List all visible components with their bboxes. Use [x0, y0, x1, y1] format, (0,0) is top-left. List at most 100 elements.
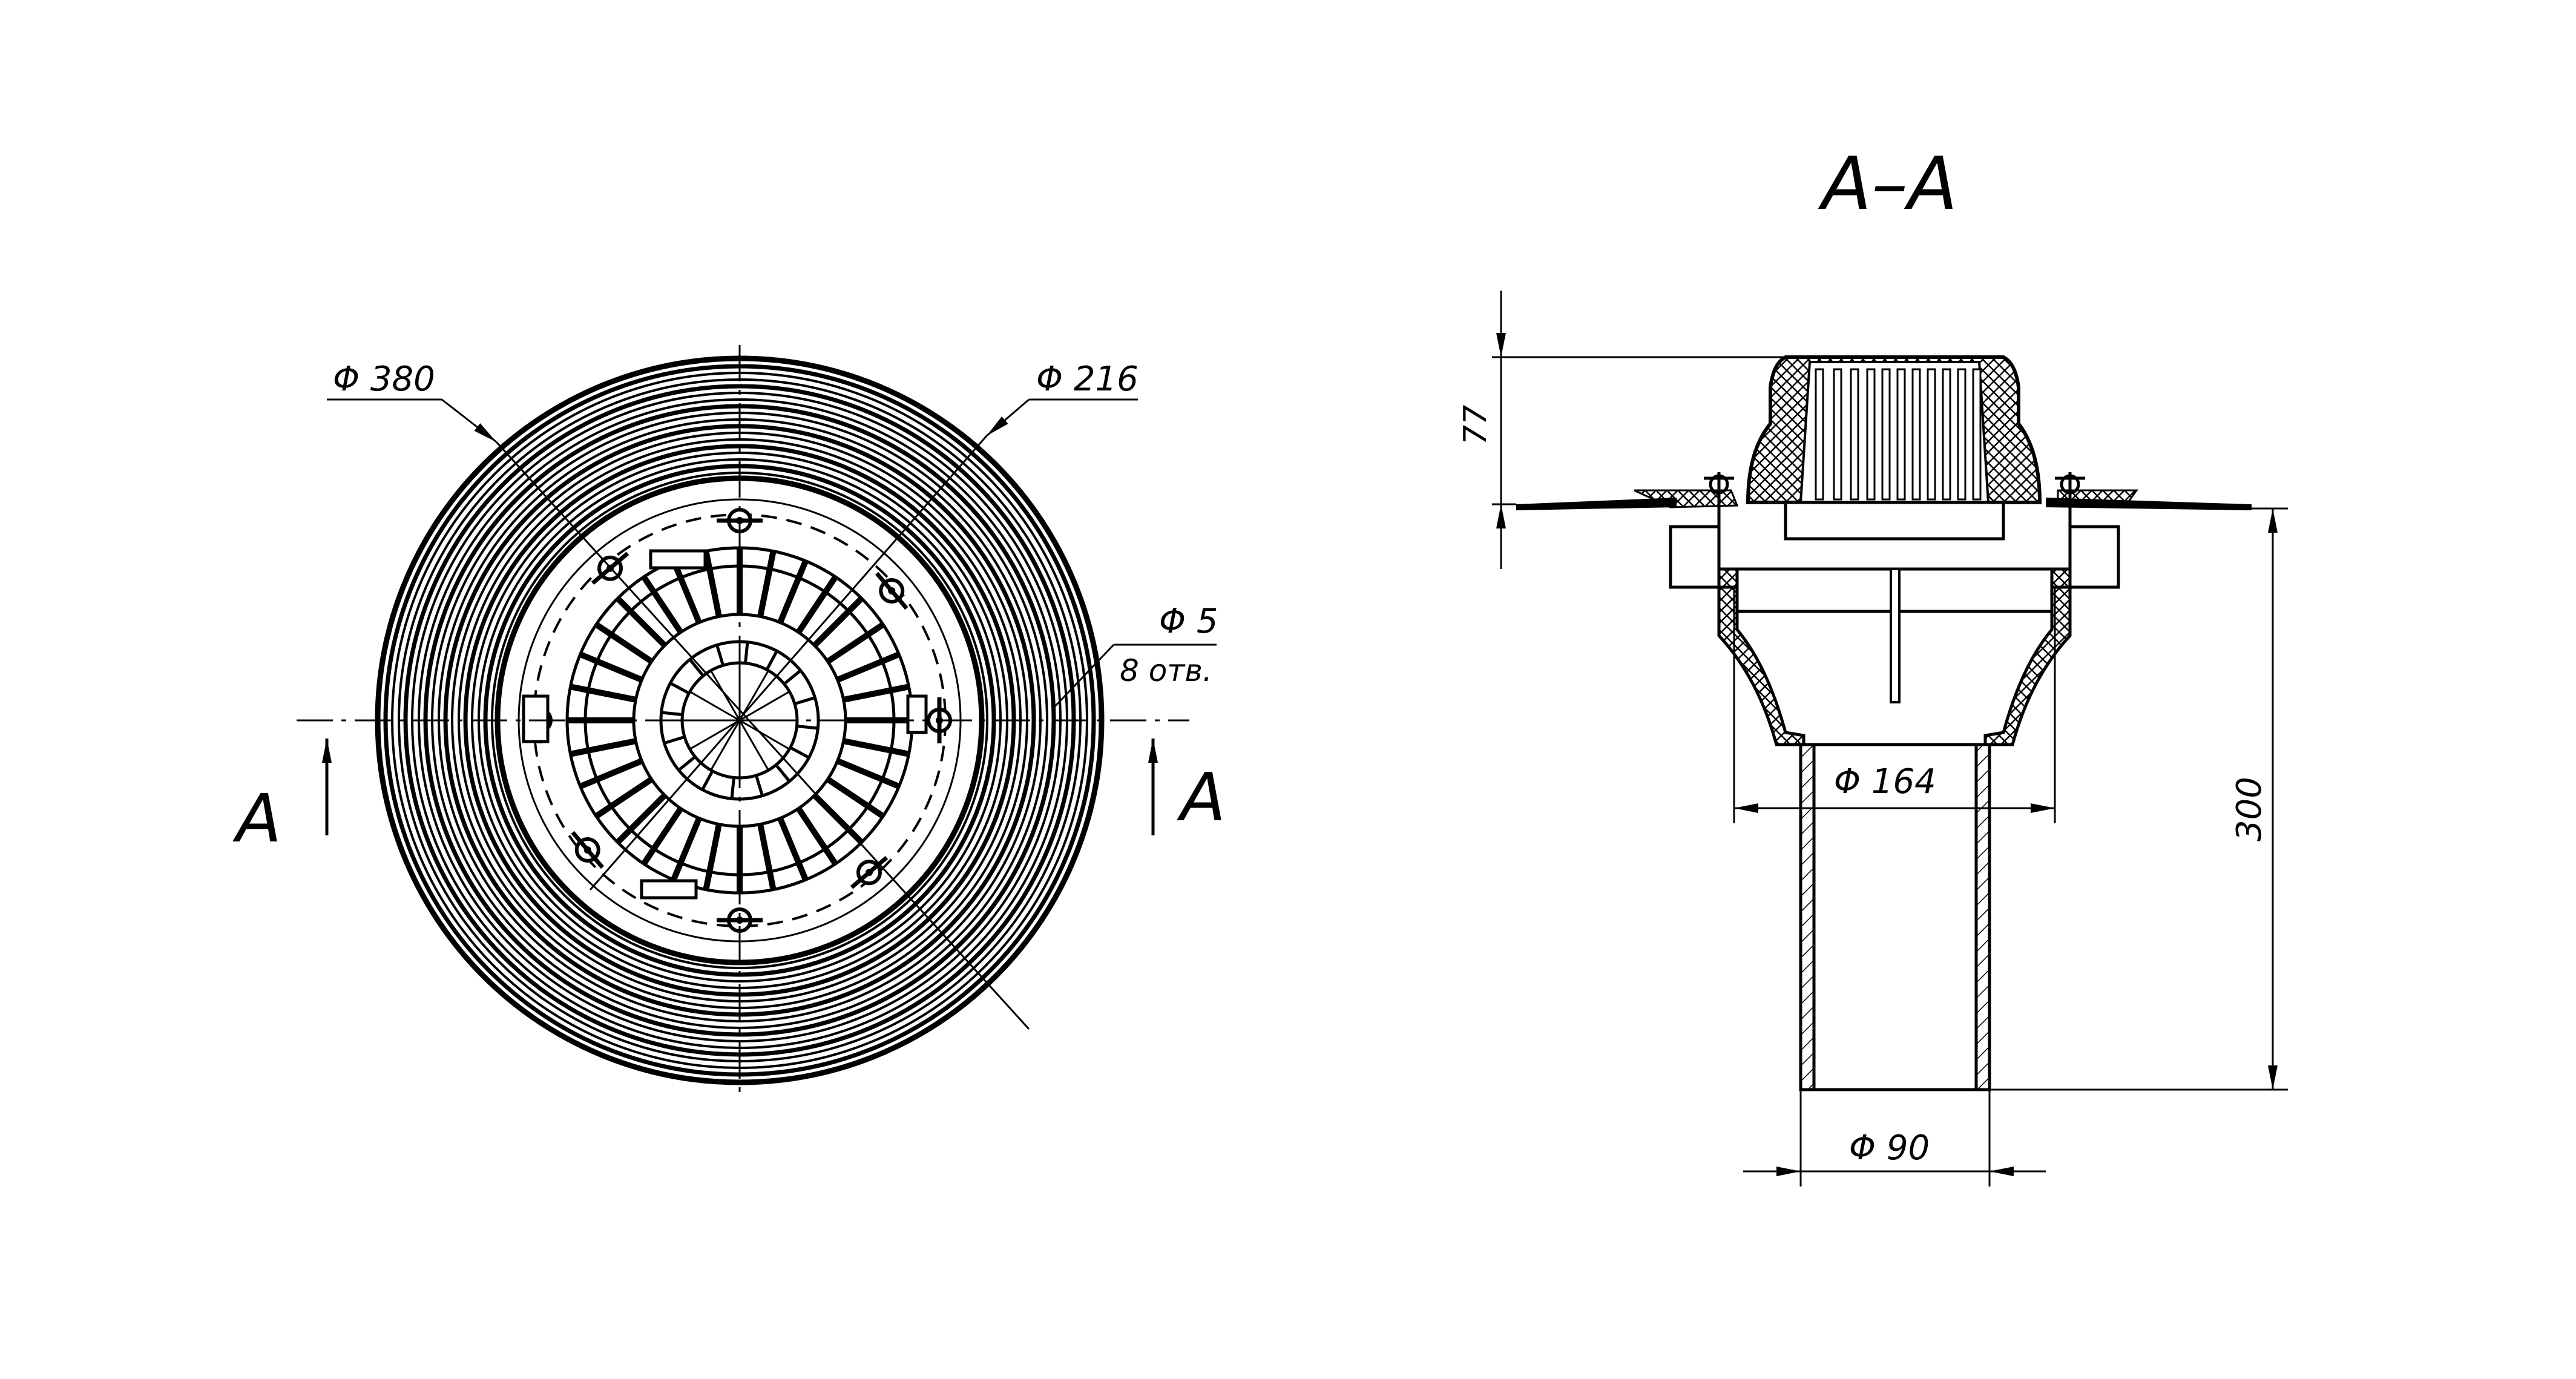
- grate-rib: [836, 651, 901, 683]
- dome-rib: [1833, 368, 1842, 501]
- dome-base-ring: [1784, 501, 2005, 541]
- dome-rib: [1850, 368, 1859, 501]
- hub-rib: [775, 763, 791, 783]
- bolt-wing: [850, 855, 889, 889]
- leader-5: [1052, 643, 1115, 709]
- dome-rib: [1927, 368, 1936, 501]
- hub-rib: [783, 669, 802, 685]
- flange-tab: [649, 549, 707, 570]
- left-flange: [1516, 498, 1677, 510]
- bolt-wing: [571, 831, 605, 869]
- section-mark-left: А: [232, 780, 281, 857]
- hub-rib: [794, 696, 816, 705]
- grate-rib: [579, 758, 643, 789]
- dome-rib: [1881, 368, 1891, 501]
- section-view: [1516, 355, 2252, 1091]
- funnel-right: [1983, 567, 2072, 746]
- grate-rib: [641, 575, 683, 634]
- leader-380: [441, 398, 497, 443]
- dome-ribs: [1815, 368, 1982, 501]
- grate-rib: [671, 559, 702, 624]
- right-membrane-clamp: [2057, 489, 2138, 508]
- hub-rib: [661, 711, 683, 717]
- hub-rib: [743, 642, 749, 663]
- grate-rib: [703, 823, 722, 890]
- grate-rib: [570, 738, 637, 757]
- hub-rib: [715, 644, 724, 666]
- grate-rib: [826, 622, 885, 664]
- left-membrane-clamp: [1634, 489, 1739, 508]
- grate-rib: [757, 823, 777, 890]
- funnel-left: [1717, 567, 1806, 746]
- grate-rib: [796, 806, 838, 866]
- grate-rib: [579, 651, 643, 683]
- grate-rib: [594, 622, 654, 664]
- grate-rib: [843, 683, 910, 703]
- clamp-bolt-right: [2055, 472, 2085, 533]
- dim-height-total: 300: [2230, 777, 2269, 841]
- bolt-wing: [875, 571, 908, 610]
- section-dimensions: 77 300 Φ 164 Φ 90: [1457, 291, 2288, 1186]
- pipe-wall-right: [1974, 743, 1991, 1091]
- diameter-216-line: [589, 435, 988, 890]
- center-pin: [1890, 568, 1901, 703]
- grate-rib: [570, 683, 637, 703]
- grate-rib: [641, 806, 683, 866]
- flange-tab: [640, 879, 698, 900]
- grate-rib: [594, 777, 654, 819]
- hub-spoke: [738, 720, 769, 771]
- dim-outer-diameter: Φ 380: [333, 360, 435, 399]
- dome-rib: [1957, 368, 1966, 501]
- diameter-380-line: [495, 441, 1030, 1030]
- grate-rib: [615, 793, 667, 845]
- dim-outlet-diameter: Φ 90: [1849, 1128, 1930, 1168]
- grate-rib: [671, 817, 702, 881]
- dome-rib: [1972, 368, 1982, 501]
- dome-rib: [1911, 368, 1921, 501]
- section-mark-right: А: [1177, 759, 1226, 836]
- hub-rib: [765, 650, 778, 671]
- hub-rib: [669, 682, 690, 695]
- hub-spoke: [739, 691, 790, 722]
- hub-rib: [701, 770, 714, 791]
- grate-rib: [757, 550, 777, 617]
- pipe-wall-left: [1799, 743, 1816, 1091]
- dim-hole-count: 8 отв.: [1120, 653, 1212, 688]
- hub-spoke: [689, 719, 740, 750]
- grate-rib: [777, 817, 809, 881]
- dim-height-top: 77: [1457, 405, 1494, 445]
- flange-tab: [522, 694, 550, 743]
- grate-rib: [703, 550, 722, 617]
- hub-rib: [797, 724, 818, 730]
- flange-tab: [906, 694, 928, 734]
- dome-rib: [1866, 368, 1876, 501]
- hub-spoke: [710, 720, 741, 771]
- dome-rib: [1896, 368, 1906, 501]
- grate-rib: [836, 758, 901, 789]
- plan-view-labels: Φ 380 Φ 216 Φ 5 8 отв. А А: [232, 360, 1226, 857]
- hub-rib: [789, 746, 810, 759]
- hub-spoke: [739, 719, 790, 750]
- dim-inner-diameter: Φ 216: [1036, 360, 1138, 399]
- clamp-bolt-left: [1704, 472, 1734, 533]
- grate-rib: [777, 559, 809, 624]
- dim-pipe-diameter: Φ 164: [1834, 762, 1936, 801]
- grate-rib: [615, 596, 667, 648]
- grate-rib: [796, 575, 838, 634]
- hub-rib: [663, 736, 685, 745]
- hub-rib: [755, 775, 764, 797]
- grate-rib: [826, 777, 885, 819]
- hub-spoke: [689, 691, 740, 722]
- hub-rib: [730, 777, 736, 799]
- hub-rib: [677, 755, 697, 772]
- leader-216: [986, 398, 1030, 437]
- grate-rib: [812, 596, 864, 648]
- plan-view: [297, 345, 1189, 1096]
- dim-hole-diameter: Φ 5: [1159, 602, 1218, 641]
- grate-rib: [843, 738, 910, 757]
- section-title: А–А: [1818, 142, 1957, 226]
- dome-rib: [1815, 368, 1824, 501]
- hub-rib: [688, 658, 705, 677]
- dome-rib: [1942, 368, 1951, 501]
